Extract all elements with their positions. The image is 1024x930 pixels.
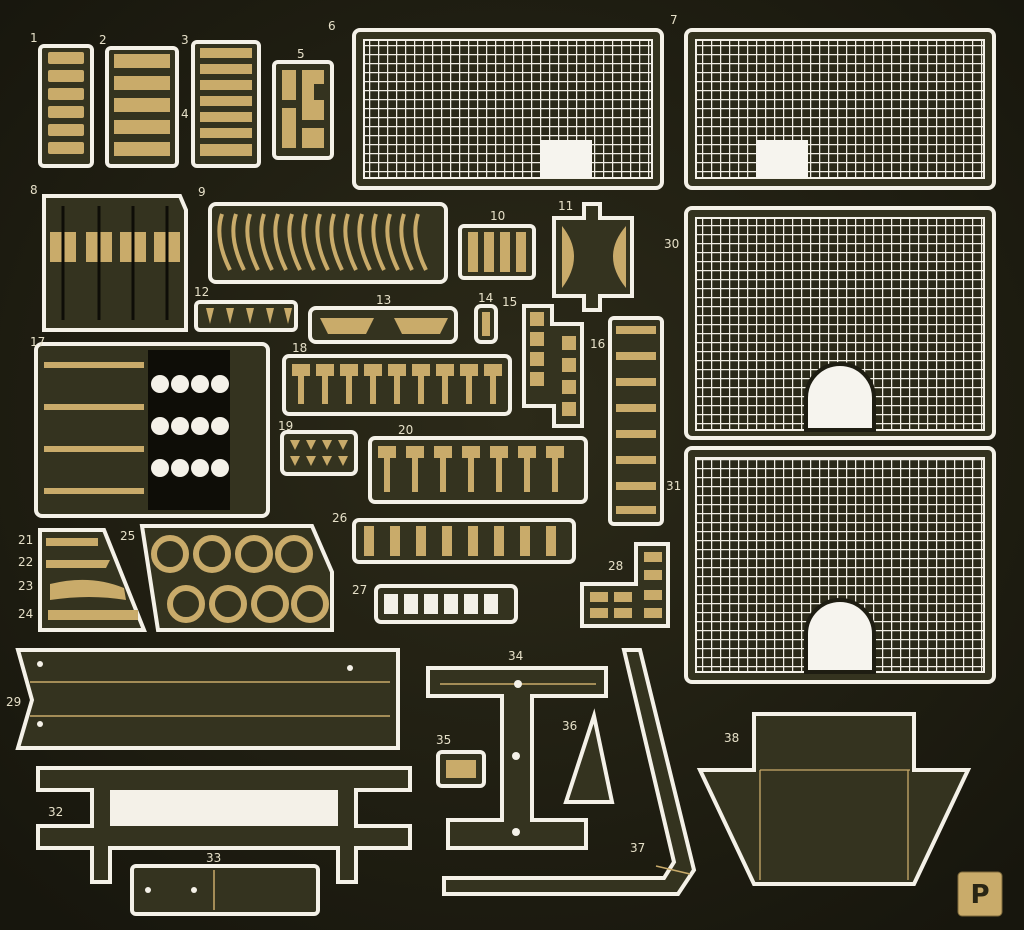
part-number-35: 35 bbox=[436, 733, 451, 747]
part-number-2: 2 bbox=[99, 33, 107, 47]
part-number-16: 16 bbox=[590, 337, 605, 351]
part-10 bbox=[458, 224, 536, 280]
part-number-36: 36 bbox=[562, 719, 577, 733]
part-32 bbox=[36, 766, 412, 884]
part-27 bbox=[374, 584, 518, 624]
part-number-3: 3 bbox=[181, 33, 189, 47]
part-number-11: 11 bbox=[558, 199, 573, 213]
part-number-34: 34 bbox=[508, 649, 523, 663]
part-29 bbox=[15, 648, 400, 750]
part-number-labels: 1 2 3 4 5 6 7 8 9 10 11 12 13 14 15 16 1… bbox=[6, 13, 739, 865]
part-2 bbox=[105, 46, 179, 168]
part-26 bbox=[352, 518, 576, 564]
part-number-37: 37 bbox=[630, 841, 645, 855]
part-number-17: 17 bbox=[30, 335, 45, 349]
part-number-10: 10 bbox=[490, 209, 505, 223]
part-7-mesh-panel bbox=[684, 28, 996, 190]
part-3 bbox=[191, 40, 261, 168]
part-17 bbox=[34, 342, 270, 518]
part-19 bbox=[280, 430, 358, 476]
part-number-13: 13 bbox=[376, 293, 391, 307]
part-31 bbox=[608, 316, 664, 526]
maker-mark-letter: P bbox=[970, 880, 989, 910]
part-number-22: 22 bbox=[18, 555, 33, 569]
part-number-12: 12 bbox=[194, 285, 209, 299]
part-13 bbox=[308, 306, 458, 344]
part-number-23: 23 bbox=[18, 579, 33, 593]
part-11 bbox=[552, 202, 634, 312]
part-36 bbox=[563, 708, 615, 804]
part-number-19: 19 bbox=[278, 419, 293, 433]
part-number-27: 27 bbox=[352, 583, 367, 597]
part-number-5: 5 bbox=[297, 47, 305, 61]
part-34 bbox=[426, 666, 608, 850]
part-18 bbox=[282, 354, 512, 416]
part-number-28: 28 bbox=[608, 559, 623, 573]
part-number-30: 30 bbox=[664, 237, 679, 251]
part-30-lower-mesh-panel bbox=[684, 446, 996, 684]
part-number-25: 25 bbox=[120, 529, 135, 543]
part-number-8: 8 bbox=[30, 183, 38, 197]
part-38 bbox=[696, 712, 972, 886]
part-20 bbox=[368, 436, 588, 504]
part-number-38: 38 bbox=[724, 731, 739, 745]
maker-mark: P bbox=[957, 871, 1003, 917]
part-number-26: 26 bbox=[332, 511, 347, 525]
part-6-mesh-panel bbox=[352, 28, 664, 190]
part-1 bbox=[38, 44, 94, 168]
part-number-1: 1 bbox=[30, 31, 38, 45]
part-33 bbox=[130, 864, 320, 916]
part-number-18: 18 bbox=[292, 341, 307, 355]
part-5 bbox=[272, 60, 334, 160]
part-15-16 bbox=[522, 304, 584, 428]
part-number-31: 31 bbox=[666, 479, 681, 493]
part-number-14: 14 bbox=[478, 291, 493, 305]
part-number-9: 9 bbox=[198, 185, 206, 199]
part-14 bbox=[474, 304, 498, 344]
part-9 bbox=[208, 202, 448, 284]
part-25 bbox=[139, 524, 334, 632]
part-number-29: 29 bbox=[6, 695, 21, 709]
part-number-21: 21 bbox=[18, 533, 33, 547]
part-number-24: 24 bbox=[18, 607, 33, 621]
part-number-15: 15 bbox=[502, 295, 517, 309]
part-12 bbox=[194, 300, 298, 332]
part-21-24 bbox=[38, 528, 147, 632]
part-number-20: 20 bbox=[398, 423, 413, 437]
part-35 bbox=[436, 750, 486, 788]
part-number-6: 6 bbox=[328, 19, 336, 33]
part-30-mesh-panel bbox=[684, 206, 996, 440]
part-28 bbox=[580, 542, 670, 628]
part-number-32: 32 bbox=[48, 805, 63, 819]
part-number-33: 33 bbox=[206, 851, 221, 865]
part-8 bbox=[42, 194, 188, 332]
part-37 bbox=[442, 648, 697, 896]
part-number-7: 7 bbox=[670, 13, 678, 27]
part-number-4: 4 bbox=[181, 107, 189, 121]
